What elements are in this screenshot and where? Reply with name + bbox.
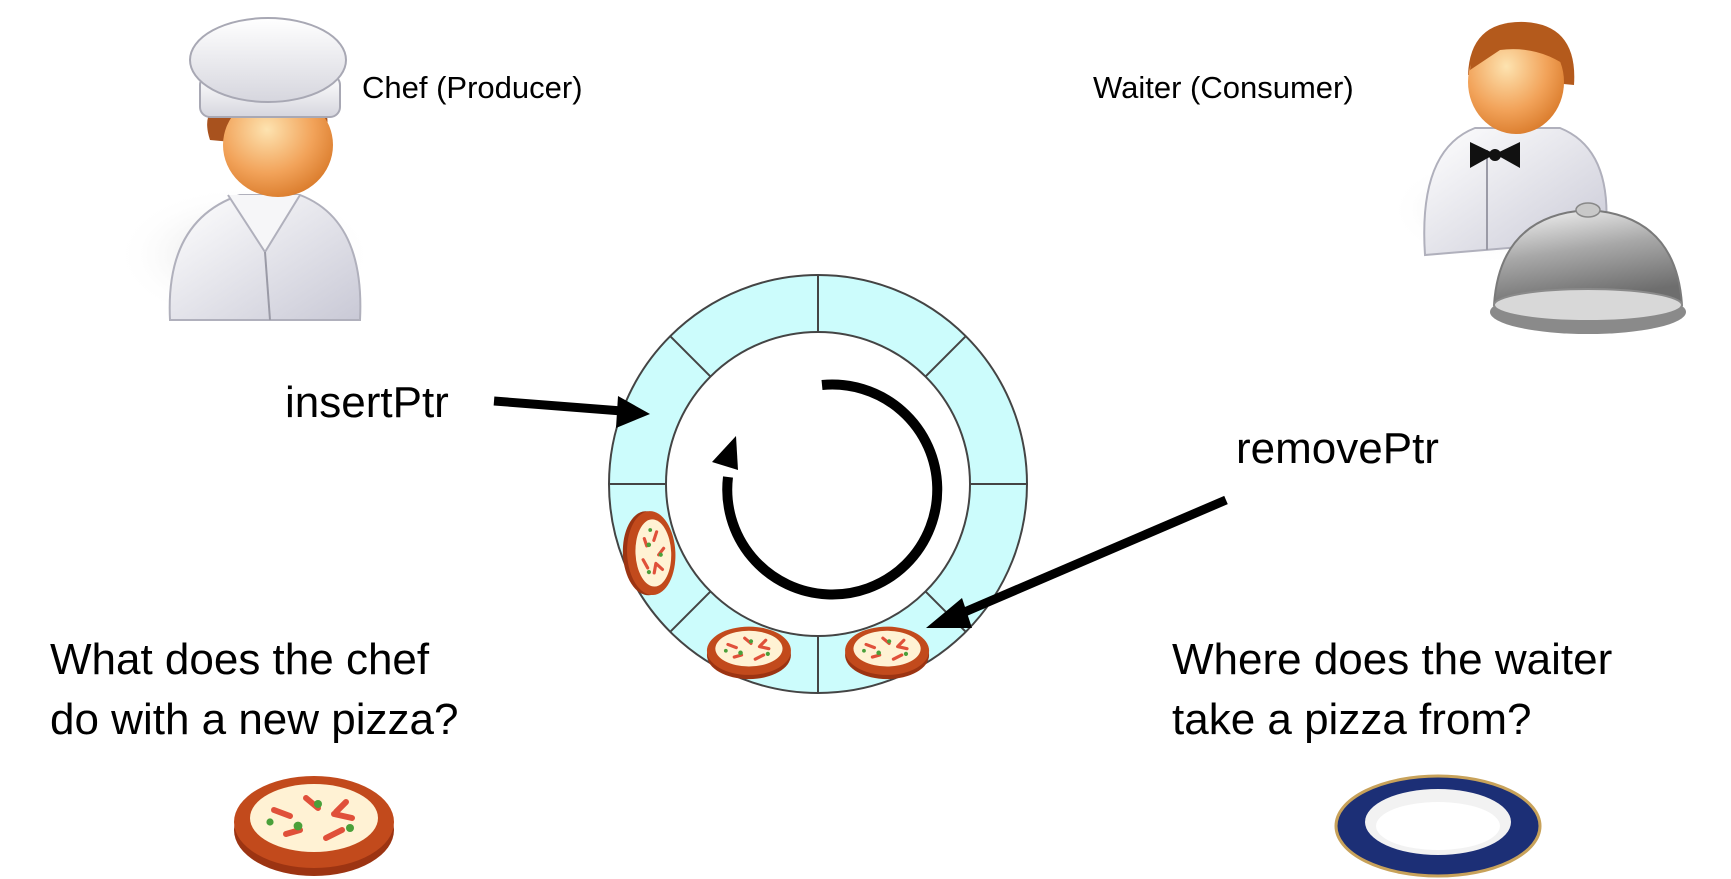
waiter-label: Waiter (Consumer) [1093,70,1354,105]
chef-question-line-2: do with a new pizza? [50,695,459,744]
plate-icon [1334,774,1542,878]
remove-pointer-label: removePtr [1236,424,1439,473]
buffer-slot-divider [924,335,967,378]
remove-pointer-arrow [926,495,1228,628]
circular-arrow-icon [712,379,943,600]
chef-icon [115,17,375,325]
insert-pointer-arrow [493,396,650,428]
buffer-pizza [705,625,793,681]
chef-question: What does the chef do with a new pizza? [50,630,458,750]
waiter-question-line-2: take a pizza from? [1172,695,1532,744]
circular-buffer [608,274,1029,694]
buffer-slot-divider [669,335,712,378]
chef-label: Chef (Producer) [362,70,583,105]
buffer-slot-divider [669,590,712,633]
waiter-question-line-1: Where does the waiter [1172,635,1613,684]
pizza-icon [234,776,394,876]
chef-question-line-1: What does the chef [50,635,430,684]
insert-pointer-label: insertPtr [285,378,449,427]
cloche-icon [1490,202,1686,334]
waiter-question: Where does the waiter take a pizza from? [1172,630,1612,750]
buffer-pizza [843,625,931,681]
